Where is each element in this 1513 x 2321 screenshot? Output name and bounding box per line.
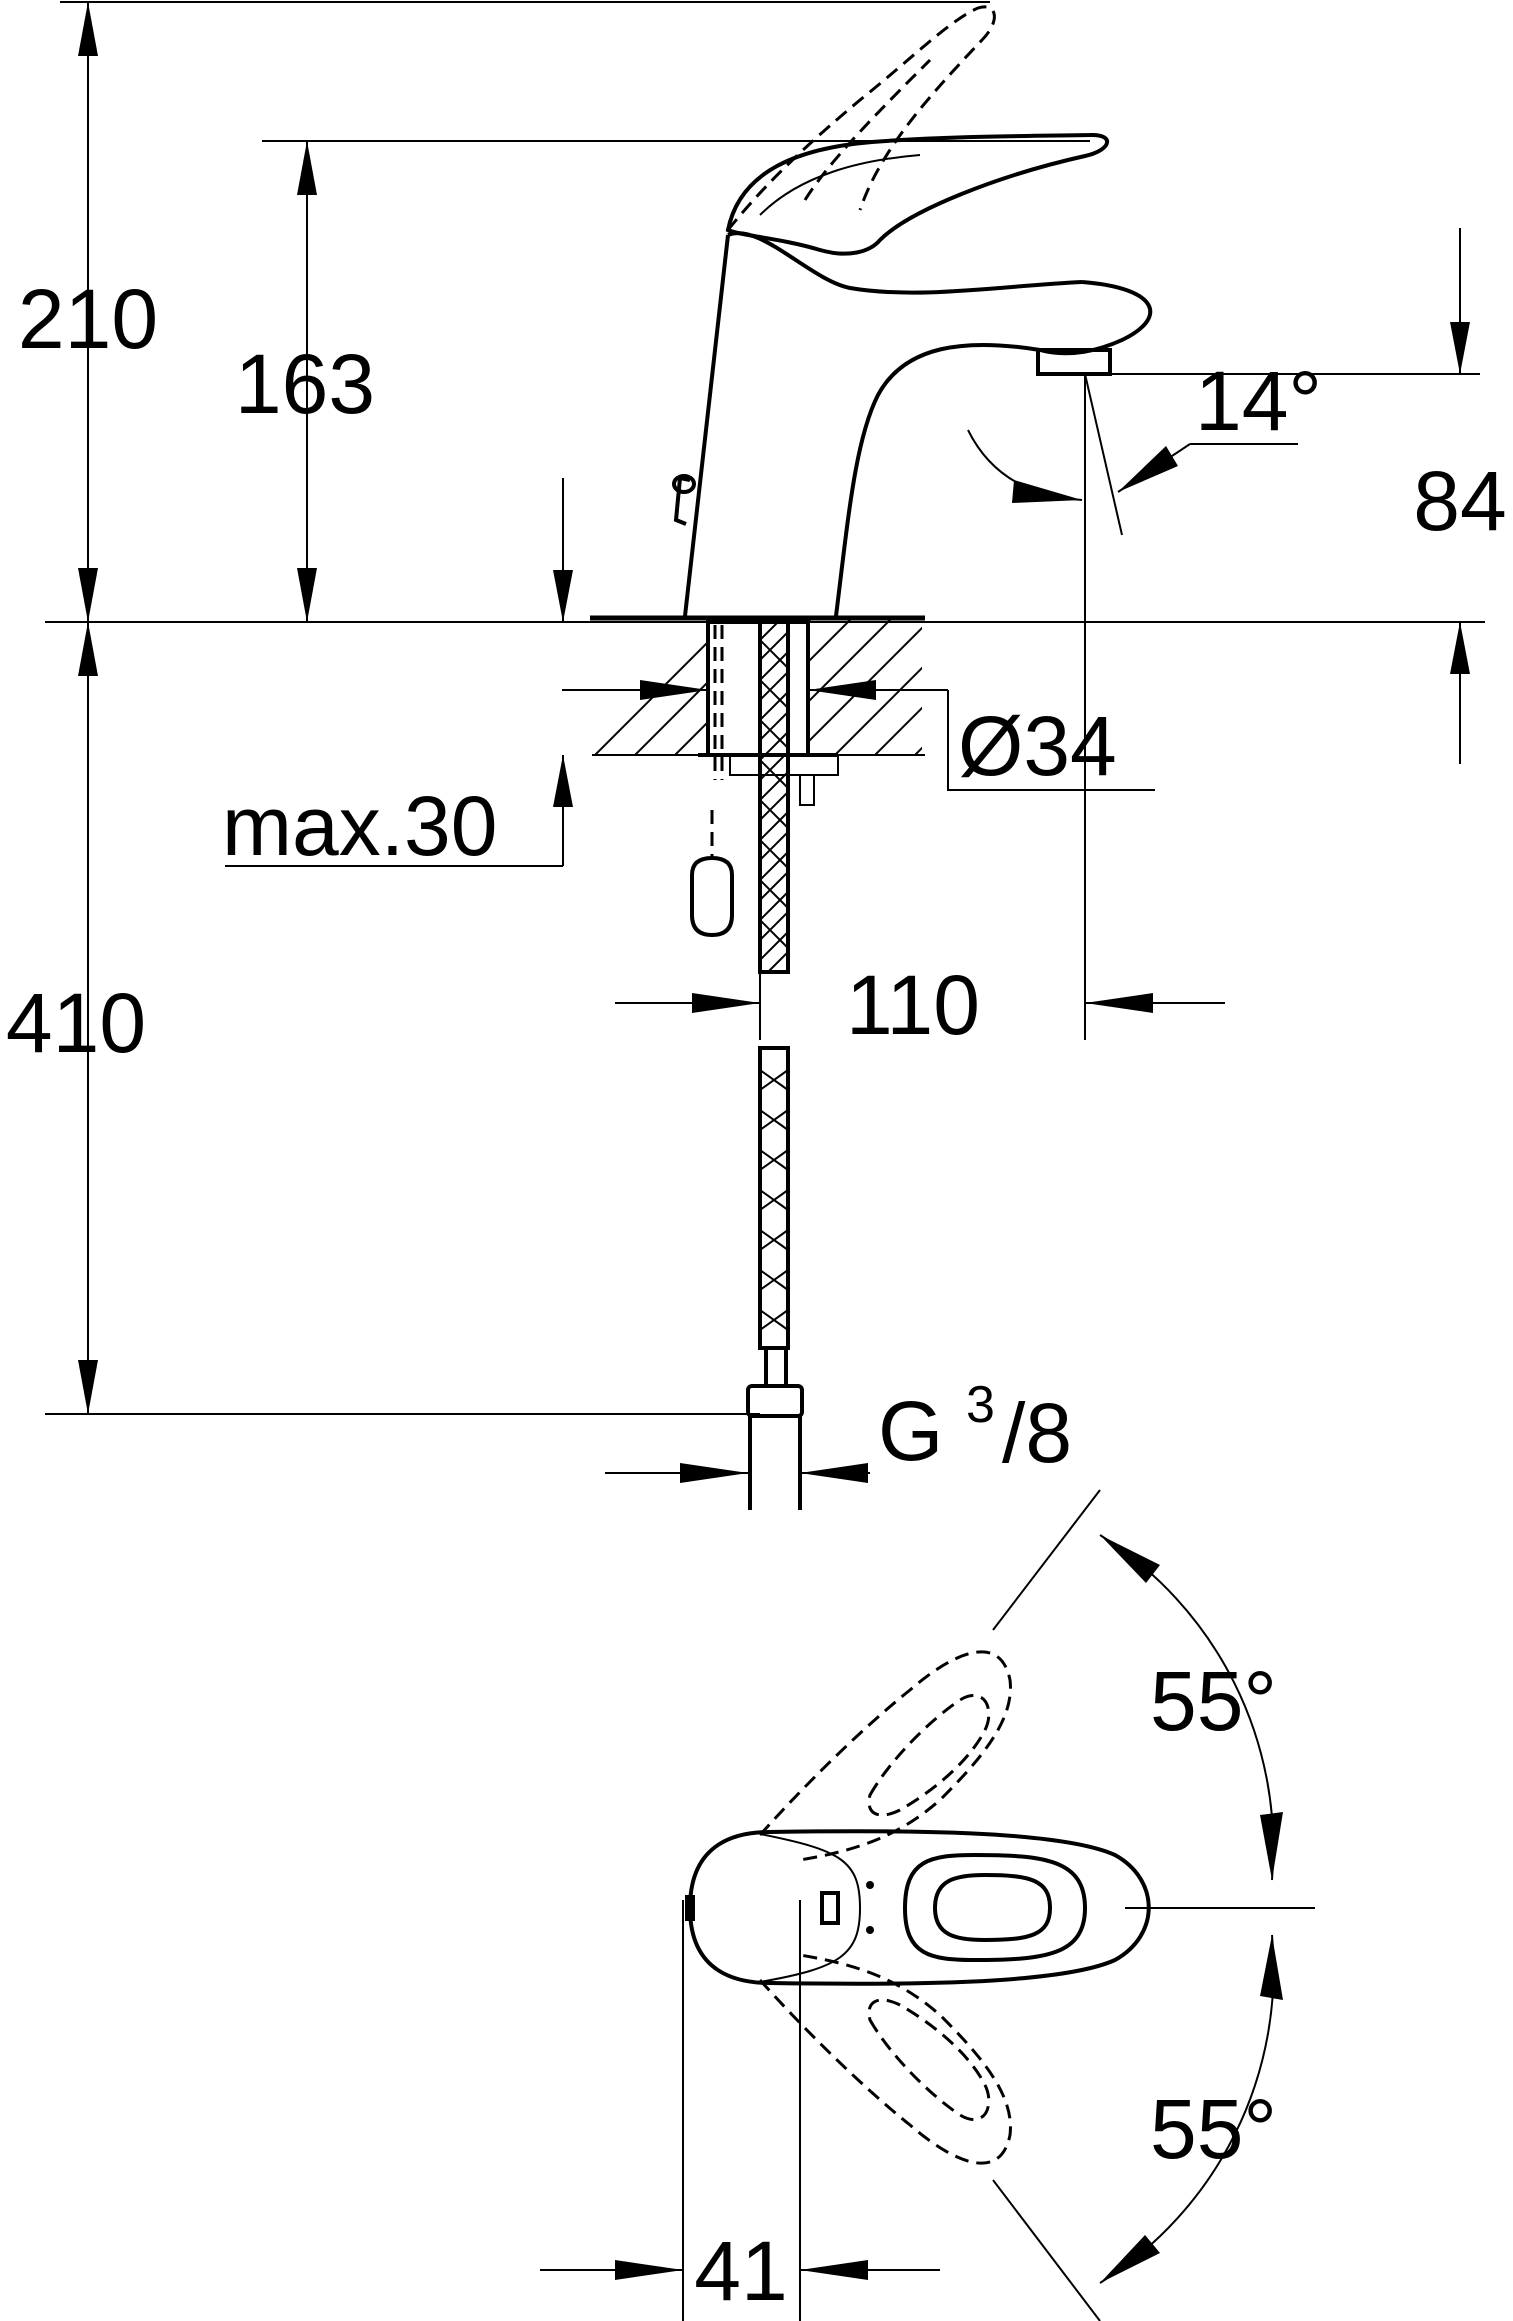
dim-lever-angle-top: 55° <box>1150 1654 1277 1748</box>
dim-spout-height: 84 <box>1413 454 1506 548</box>
dimension-lines <box>45 1 1485 1483</box>
mounting-assembly <box>698 620 839 1510</box>
dim-connection-numerator: 3 <box>966 1376 995 1434</box>
dim-spout-angle: 14° <box>1195 354 1322 448</box>
dim-lever-width: 41 <box>694 2224 787 2318</box>
dim-hose-length: 410 <box>6 976 146 1070</box>
dim-spout-reach: 110 <box>846 958 980 1052</box>
dim-lever-angle-bottom: 55° <box>1150 2082 1277 2176</box>
faucet-top-view <box>540 1489 1315 2321</box>
faucet-side-view <box>590 5 1153 621</box>
dim-connection-thread: G <box>878 1384 943 1478</box>
dim-connection-denominator: /8 <box>1002 1386 1072 1480</box>
dim-lever-height: 163 <box>235 337 375 431</box>
dim-total-height: 210 <box>18 272 158 366</box>
dimension-labels: 210 163 84 14° Ø34 max.30 410 110 G 3 /8… <box>6 272 1507 2318</box>
dim-deck-thickness: max.30 <box>222 779 497 873</box>
dim-hole-diameter: Ø34 <box>958 699 1117 793</box>
popup-chain <box>690 625 734 938</box>
